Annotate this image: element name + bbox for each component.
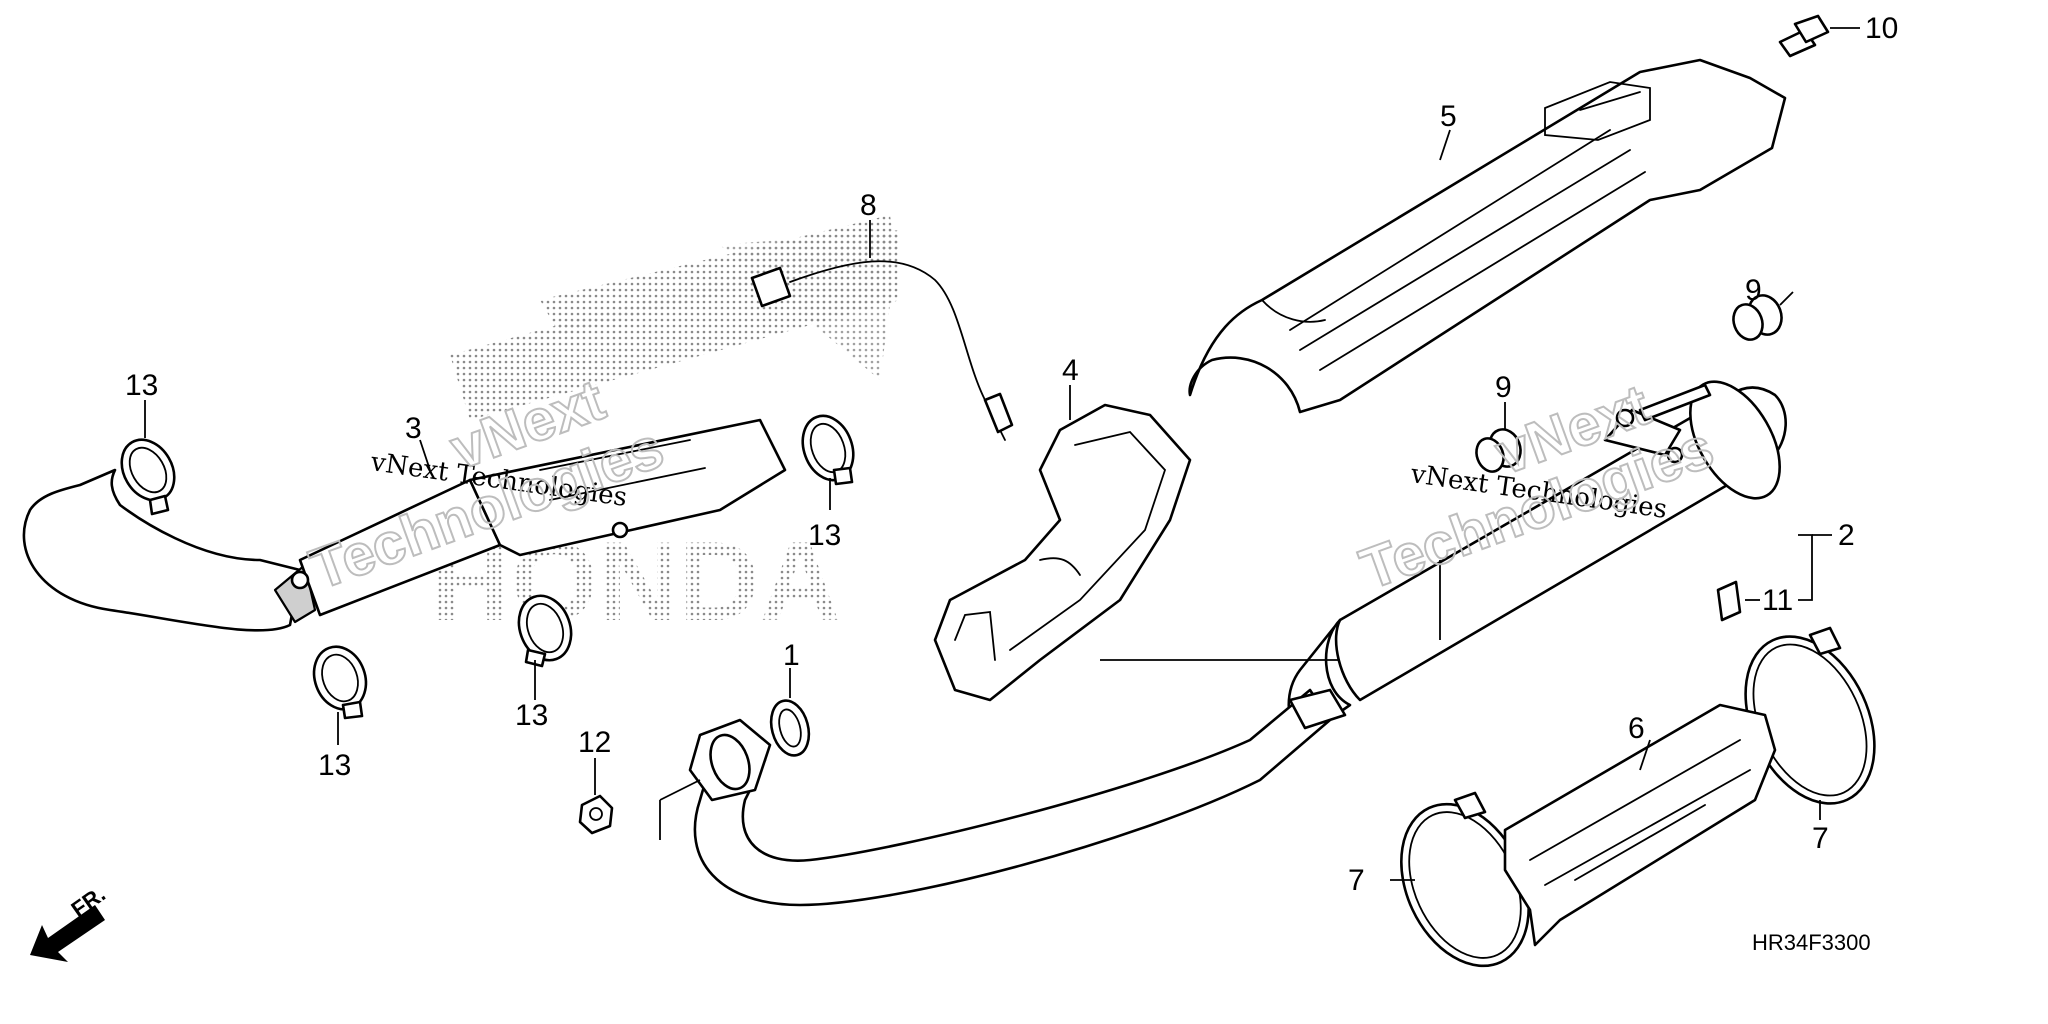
callout-9-upper: 9 [1745, 274, 1762, 307]
callout-3: 3 [405, 412, 422, 445]
callout-12: 12 [578, 726, 611, 759]
nut-part-12 [578, 794, 614, 835]
honda-logo-watermark: HONDA [430, 215, 900, 644]
callout-4: 4 [1062, 354, 1079, 387]
callout-13-d: 13 [318, 749, 351, 782]
hose-clamp-part-13-b [801, 414, 855, 486]
large-clamp-part-7-left [1400, 791, 1530, 968]
callout-9-lower: 9 [1495, 371, 1512, 404]
catalytic-pipe-part-3 [22, 418, 787, 632]
heat-shield-part-6 [1503, 703, 1777, 947]
callout-13-b: 13 [808, 519, 841, 552]
grommet-part-9-lower [1475, 428, 1522, 473]
callout-6: 6 [1628, 712, 1645, 745]
callout-2: 2 [1838, 519, 1855, 552]
leader-lines [144, 27, 1860, 881]
exhaust-pipe-part-1 [688, 688, 1347, 907]
callout-1: 1 [783, 639, 800, 672]
callout-8: 8 [860, 189, 877, 222]
callout-11: 11 [1762, 584, 1793, 617]
callout-7-left: 7 [1348, 864, 1365, 897]
gasket-part-1 [769, 699, 811, 757]
callout-13-c: 13 [515, 699, 548, 732]
diagram-code: HR34F3300 [1752, 930, 1871, 955]
callout-13-a: 13 [125, 369, 158, 402]
large-clamp-part-7-right [1744, 626, 1876, 805]
hose-clamp-part-13-a [120, 438, 176, 516]
heat-shield-part-5 [1188, 58, 1787, 414]
drain-bolt-part-11 [1716, 580, 1742, 622]
hose-clamp-part-13-d [312, 645, 368, 720]
hose-clamp-part-13-c [517, 594, 573, 668]
bolt-part-10 [1778, 14, 1830, 58]
callout-10: 10 [1865, 12, 1898, 45]
front-label: FR. [67, 881, 110, 922]
heat-shield-part-4 [933, 403, 1192, 702]
o2-sensor-part-8 [750, 260, 1014, 441]
callout-5: 5 [1440, 100, 1457, 133]
callout-7-right: 7 [1812, 822, 1829, 855]
front-direction-arrow: FR. [30, 881, 110, 962]
grommet-part-9-upper [1732, 294, 1783, 341]
callout-labels: 1 2 3 4 5 6 7 7 8 9 9 10 11 12 13 13 13 … [125, 12, 1898, 897]
muffler-part-2 [1287, 380, 1787, 742]
